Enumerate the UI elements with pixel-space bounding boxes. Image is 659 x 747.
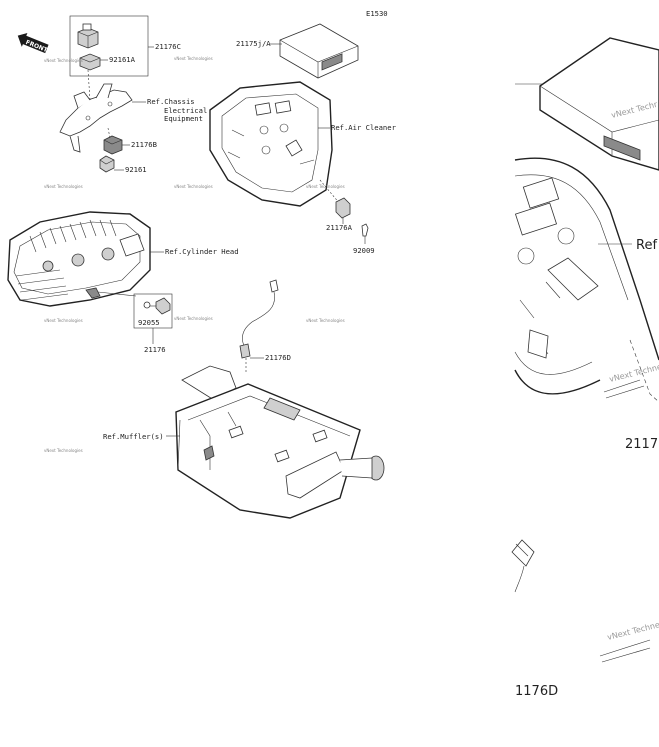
cap-92161: [99, 155, 115, 173]
ref-muffler: Ref.Muffler(s): [103, 432, 164, 441]
watermark: vNext Technologies: [44, 184, 83, 189]
zoom-watermark-2: vNext Techne: [608, 362, 659, 384]
front-arrow-icon: FRONT: [17, 32, 49, 54]
group-box-21176C: [69, 15, 149, 77]
callout-21175: 21175j/A: [236, 39, 271, 48]
sensor-21176B: [103, 127, 123, 155]
ref-chassis-line3: Equipment: [164, 114, 203, 123]
ecu-21175: [279, 23, 359, 79]
ref-chassis-line1: Ref.Chassis: [147, 97, 195, 106]
watermark: vNext Technologies: [44, 318, 83, 323]
callout-92161: 92161: [125, 165, 147, 174]
watermark: vNext Technologies: [174, 56, 213, 61]
zoom-callout-1: 2117(: [625, 437, 659, 452]
watermark: vNext Technologies: [306, 318, 345, 323]
diagram-code: E1530: [366, 9, 388, 18]
washer-92055: [143, 301, 151, 309]
callout-92055: 92055: [138, 318, 160, 327]
ref-air-cleaner: Ref.Air Cleaner: [331, 123, 397, 132]
callout-21176B: 21176B: [131, 140, 157, 149]
air-cleaner-housing: [209, 81, 333, 207]
watermark: vNext Technologies: [174, 316, 213, 321]
callout-21176A: 21176A: [326, 223, 353, 232]
watermark: vNext Technologies: [44, 58, 83, 63]
watermark: vNext Technologies: [174, 184, 213, 189]
callout-21176D: 21176D: [265, 353, 291, 362]
ref-cylinder-head: Ref.Cylinder Head: [165, 247, 239, 256]
zoom-detail: vNext Techr Ref vNext Techne 2117( vNext…: [511, 37, 659, 699]
mounting-bracket: [59, 69, 133, 153]
callout-21176: 21176: [144, 345, 166, 354]
cap-92161A: [79, 53, 101, 71]
callout-21176C: 21176C: [155, 42, 181, 51]
watermark: vNext Technologies: [44, 448, 83, 453]
cylinder-head: [7, 211, 151, 307]
callout-92009: 92009: [353, 246, 375, 255]
zoom-ref-label: Ref: [636, 238, 657, 253]
muffler: [175, 365, 385, 519]
bolt-92009: [361, 223, 369, 244]
sensor-21176A: [319, 179, 351, 224]
callout-92161A: 92161A: [109, 55, 136, 64]
relay-21176C: [77, 23, 99, 49]
zoom-watermark-3: vNext Techne: [606, 620, 659, 642]
ref-chassis-line2: Electrical: [164, 106, 207, 115]
sensor-21176: [150, 297, 171, 315]
zoom-callout-2: 1176D: [515, 684, 558, 699]
oxygen-sensor-21176D: [239, 279, 279, 374]
